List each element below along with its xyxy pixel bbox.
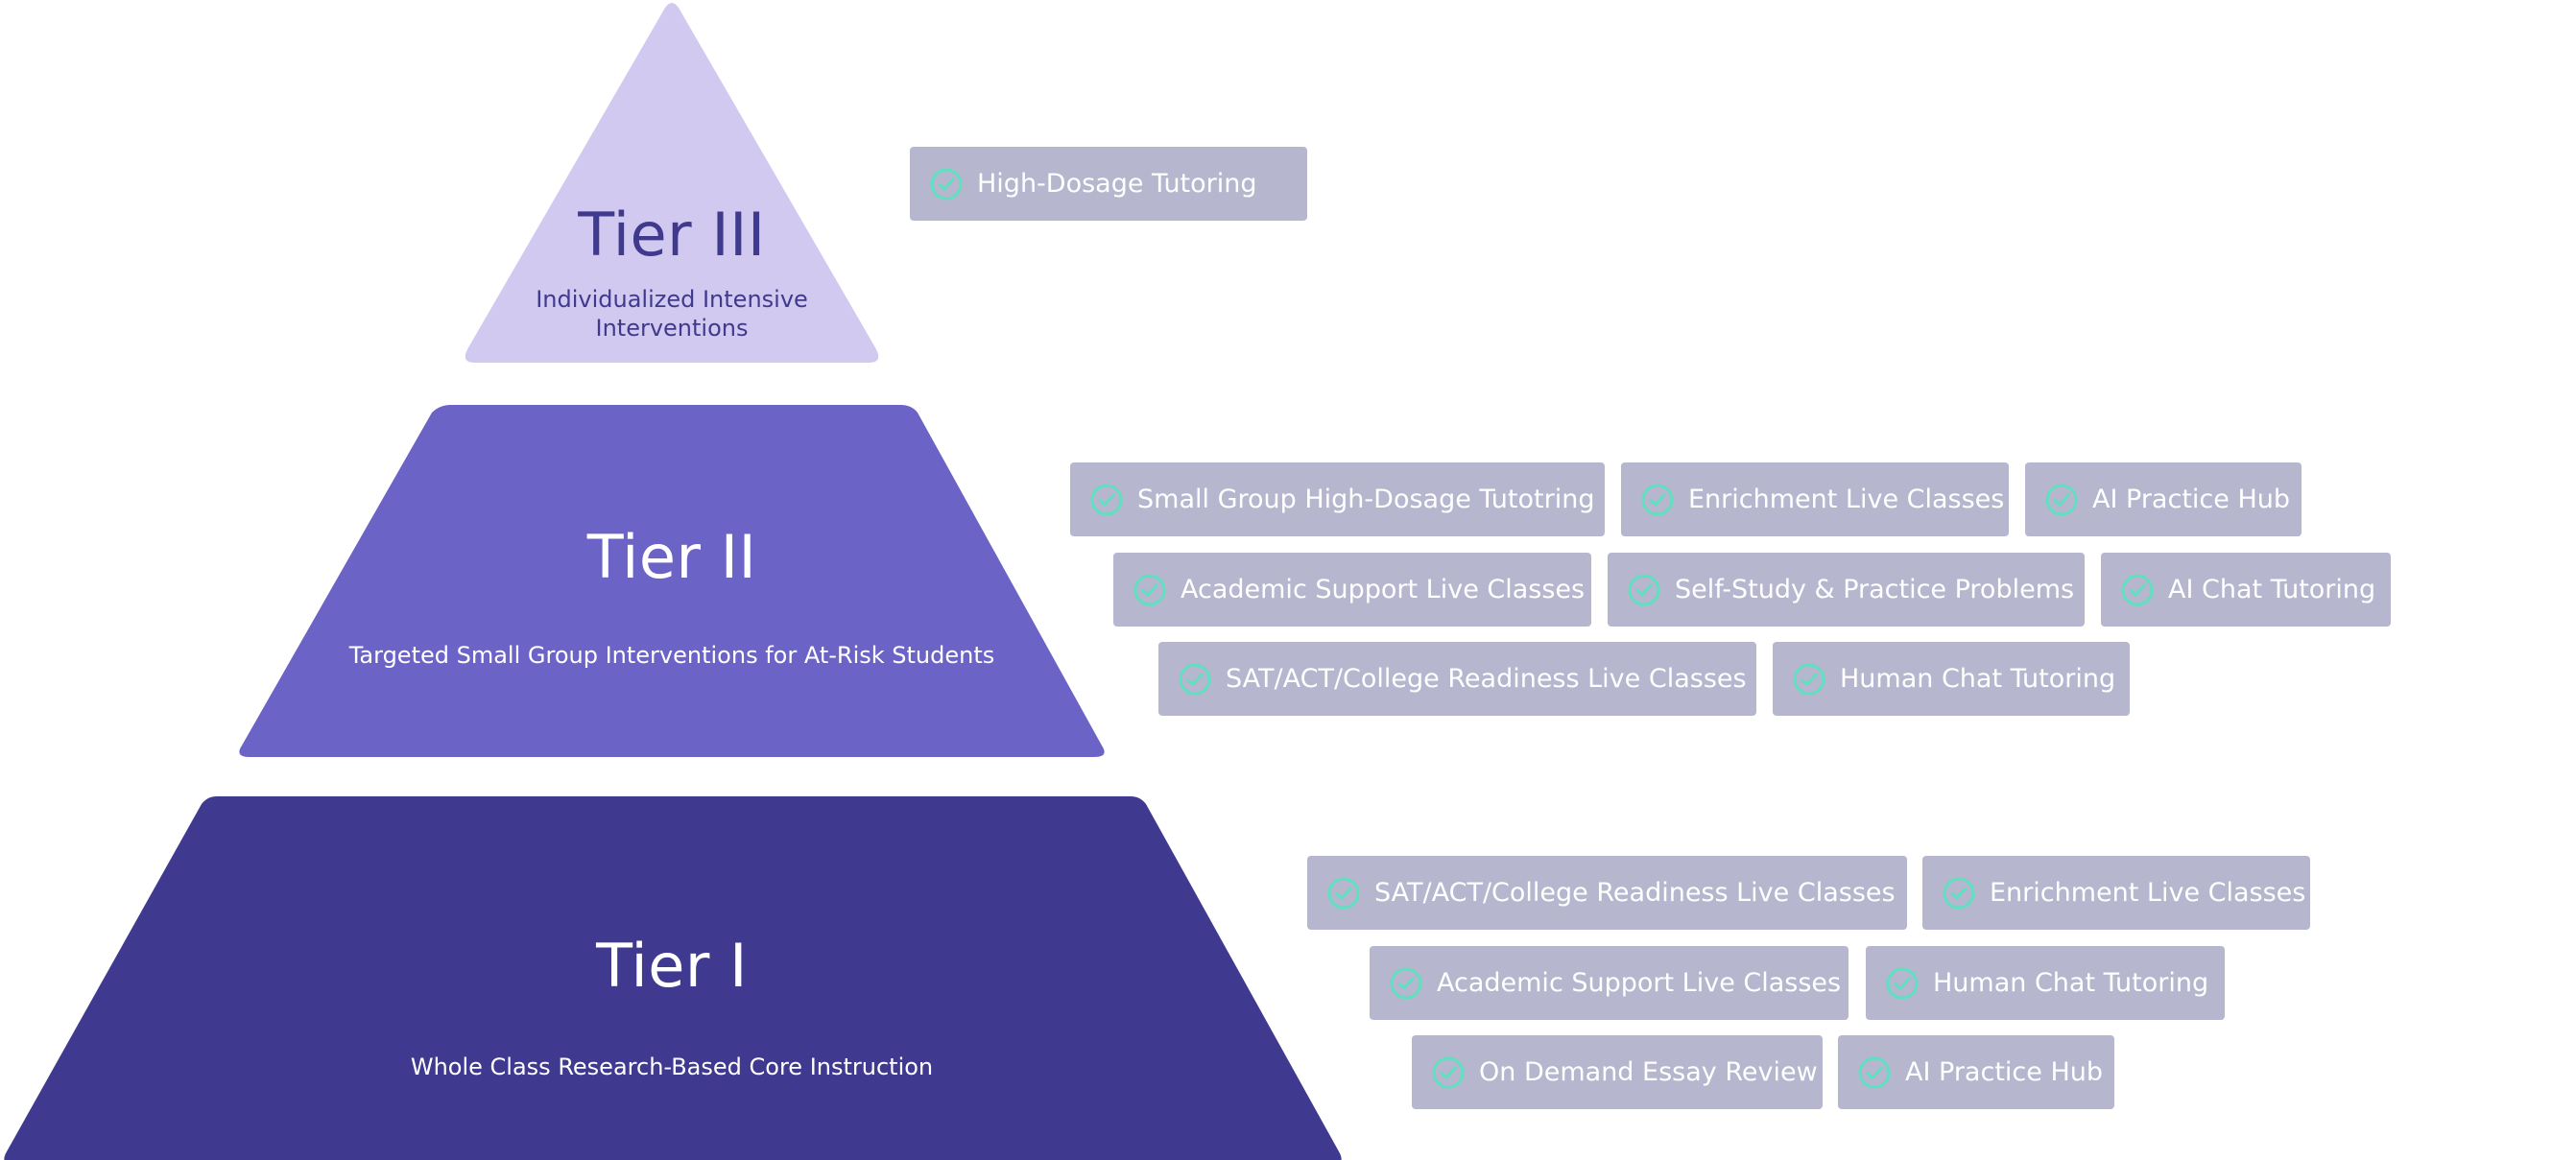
check-circle-icon [1793, 663, 1825, 695]
tier-3-subtitle-line-1: Individualized Intensive [536, 286, 808, 313]
service-label: Human Chat Tutoring [1840, 664, 2116, 694]
tier-3-title: Tier III [578, 200, 766, 270]
check-circle-icon [1390, 967, 1422, 999]
service-label: SAT/ACT/College Readiness Live Classes [1374, 878, 1896, 908]
service-label: Human Chat Tutoring [1933, 968, 2209, 998]
service-chip: AI Practice Hub [1838, 1035, 2114, 1109]
check-circle-icon [2045, 484, 2078, 515]
service-chip: Self-Study & Practice Problems [1608, 553, 2085, 627]
service-chip: Small Group High-Dosage Tutotring [1070, 462, 1605, 536]
tier-3-triangle [465, 3, 879, 363]
check-circle-icon [1327, 877, 1360, 909]
check-circle-icon [930, 168, 963, 200]
service-label: AI Practice Hub [1905, 1057, 2103, 1087]
service-label: On Demand Essay Review [1479, 1057, 1818, 1087]
service-chip: On Demand Essay Review [1412, 1035, 1823, 1109]
service-chip: AI Chat Tutoring [2101, 553, 2391, 627]
service-chip: Human Chat Tutoring [1773, 642, 2130, 716]
tier-1-title: Tier I [596, 931, 748, 1001]
service-chip: Academic Support Live Classes [1370, 946, 1849, 1020]
service-label: Academic Support Live Classes [1437, 968, 1842, 998]
service-label: AI Practice Hub [2092, 485, 2290, 514]
tier-1-subtitle: Whole Class Research-Based Core Instruct… [410, 1053, 934, 1080]
check-circle-icon [1090, 484, 1123, 515]
service-label: Enrichment Live Classes [1688, 485, 2005, 514]
check-circle-icon [1133, 574, 1166, 605]
service-label: SAT/ACT/College Readiness Live Classes [1226, 664, 1747, 694]
check-circle-icon [1858, 1056, 1891, 1088]
service-chip: Human Chat Tutoring [1866, 946, 2225, 1020]
service-label: Self-Study & Practice Problems [1675, 575, 2075, 604]
check-circle-icon [2121, 574, 2154, 605]
check-circle-icon [1628, 574, 1660, 605]
service-chip: AI Practice Hub [2025, 462, 2302, 536]
service-label: Academic Support Live Classes [1181, 575, 1586, 604]
tier-3-subtitle-line-2: Interventions [595, 315, 749, 342]
service-chip: Academic Support Live Classes [1113, 553, 1591, 627]
service-chip: SAT/ACT/College Readiness Live Classes [1307, 856, 1907, 930]
service-label: AI Chat Tutoring [2168, 575, 2376, 604]
service-chip: High-Dosage Tutoring [910, 147, 1307, 221]
tier-2-trapezoid [239, 405, 1105, 757]
tier-1-trapezoid [4, 796, 1342, 1160]
tier-3-subtitle: Individualized Intensive Interventions [480, 285, 864, 343]
service-chip: Enrichment Live Classes [1922, 856, 2310, 930]
service-label: High-Dosage Tutoring [977, 169, 1257, 199]
service-label: Enrichment Live Classes [1990, 878, 2306, 908]
tier-2-subtitle: Targeted Small Group Interventions for A… [348, 642, 995, 669]
service-label: Small Group High-Dosage Tutotring [1137, 485, 1595, 514]
check-circle-icon [1641, 484, 1674, 515]
tier-2-title: Tier II [586, 522, 757, 592]
check-circle-icon [1886, 967, 1919, 999]
check-circle-icon [1179, 663, 1211, 695]
check-circle-icon [1432, 1056, 1465, 1088]
service-chip: SAT/ACT/College Readiness Live Classes [1158, 642, 1756, 716]
service-chip: Enrichment Live Classes [1621, 462, 2009, 536]
check-circle-icon [1943, 877, 1975, 909]
